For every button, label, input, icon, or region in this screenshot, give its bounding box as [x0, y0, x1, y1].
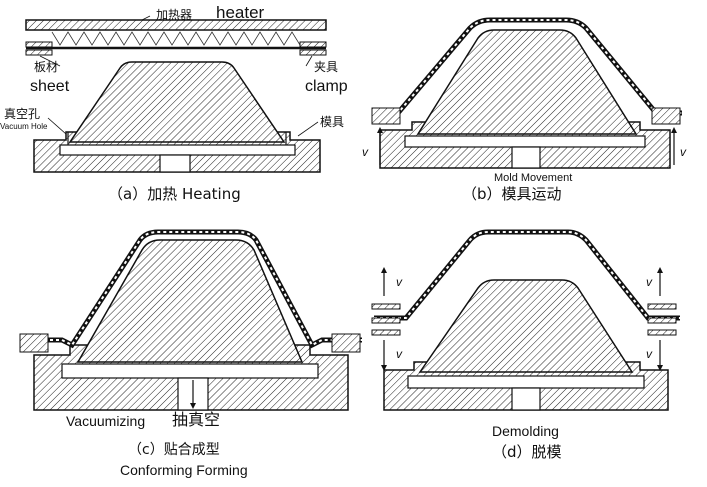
clamp-left-mid: [371, 317, 401, 324]
mold-body: [68, 61, 286, 143]
mold-plate: [404, 135, 646, 148]
clamp-right: [651, 107, 681, 125]
caption-c: （c）贴合成型: [128, 442, 220, 458]
mold-body: [76, 239, 304, 363]
heat-radiation: [51, 31, 301, 46]
clamp-right-bottom: [647, 329, 677, 336]
clamp-right-bottom: [299, 49, 327, 56]
sheet-label-cn: 板材: [34, 60, 59, 74]
panel-b-mold-movement: [371, 17, 682, 169]
clamp-right-mid: [647, 317, 677, 324]
vacuumizing-label-cn: 抽真空: [172, 410, 221, 429]
heater-label-en: heater: [216, 3, 265, 22]
clamp-left-bottom: [371, 329, 401, 336]
clamp-left-top: [25, 41, 53, 48]
vacuum-hole-label-en: Vacuum Hole: [0, 122, 48, 131]
clamp-label-cn: 夹具: [314, 60, 339, 74]
sheet-label-en: sheet: [30, 78, 70, 95]
formed-sheet: [20, 229, 362, 349]
mold-body: [416, 29, 638, 135]
panel-a-heating: [25, 15, 327, 173]
mold-body: [418, 279, 634, 373]
caption-a: （a）加热 Heating: [108, 185, 241, 203]
velocity-label-up-right: v: [646, 275, 652, 289]
demolding-label-en: Demolding: [492, 423, 559, 439]
clamp-label-en: clamp: [305, 78, 348, 95]
vacuum-channel: [159, 154, 191, 173]
clamp-left: [19, 333, 49, 353]
velocity-label-up-left: v: [396, 275, 402, 289]
vacuum-hole-label-cn: 真空孔: [4, 107, 41, 121]
caption-d: （d）脱模: [492, 443, 562, 461]
mold-movement-label: Mold Movement: [494, 172, 573, 184]
clamp-left-top: [371, 303, 401, 310]
mold-plate: [407, 375, 645, 389]
mold-plate: [61, 363, 319, 379]
mold-plate: [59, 144, 296, 156]
velocity-label-down-right: v: [646, 347, 652, 361]
vacuum-channel: [511, 146, 541, 169]
clamp-right-top: [647, 303, 677, 310]
panel-c-vacuumizing: [19, 229, 362, 411]
velocity-label-right: v: [680, 145, 686, 159]
heater-label-cn: 加热器: [156, 8, 193, 22]
vacuumizing-label-en: Vacuumizing: [66, 413, 146, 429]
caption-b: （b）模具运动: [462, 185, 562, 203]
velocity-label-left: v: [362, 145, 368, 159]
heater: [25, 19, 327, 31]
caption-c-en: Conforming Forming: [120, 462, 248, 478]
vacuum-channel: [511, 387, 541, 411]
panel-d-demolding: [371, 229, 680, 411]
clamp-left: [371, 107, 401, 125]
mold-label-cn: 模具: [320, 115, 345, 129]
clamp-right: [331, 333, 361, 353]
velocity-label-down-left: v: [396, 347, 402, 361]
clamp-right-top: [299, 41, 327, 48]
clamp-left-bottom: [25, 49, 53, 56]
